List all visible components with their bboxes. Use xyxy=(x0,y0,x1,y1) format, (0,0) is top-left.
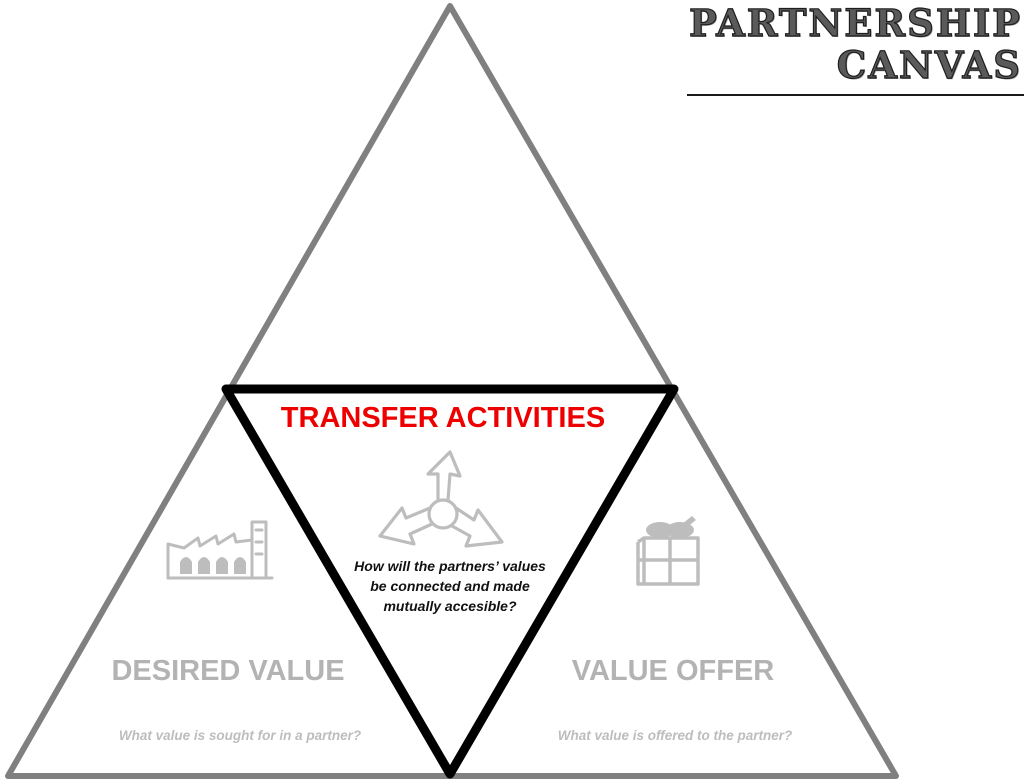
factory-icon xyxy=(166,520,274,580)
canvas-title: PARTNERSHIP CANVAS xyxy=(686,1,1022,87)
desired-value-question: What value is sought for in a partner? xyxy=(118,728,362,743)
transfer-question-line-1: How will the partners’ values xyxy=(354,558,546,574)
transfer-question-line-2: be connected and made xyxy=(370,578,530,594)
transfer-activities-triangle xyxy=(221,384,679,779)
title-line-1: PARTNERSHIP xyxy=(688,1,1022,45)
gift-icon xyxy=(636,516,700,586)
transfer-question-line-3: mutually accesible? xyxy=(383,598,517,614)
value-offer-heading: VALUE OFFER xyxy=(571,655,775,687)
value-offer-question: What value is offered to the partner? xyxy=(557,728,793,743)
transfer-activities-question: How will the partners’ values be connect… xyxy=(330,556,570,616)
title-underline xyxy=(687,94,1024,96)
desired-value-heading: DESIRED VALUE xyxy=(111,655,345,687)
title-line-2: CANVAS xyxy=(836,43,1022,87)
transfer-activities-heading: TRANSFER ACTIVITIES xyxy=(280,402,606,434)
three-way-arrows-icon xyxy=(378,450,504,548)
